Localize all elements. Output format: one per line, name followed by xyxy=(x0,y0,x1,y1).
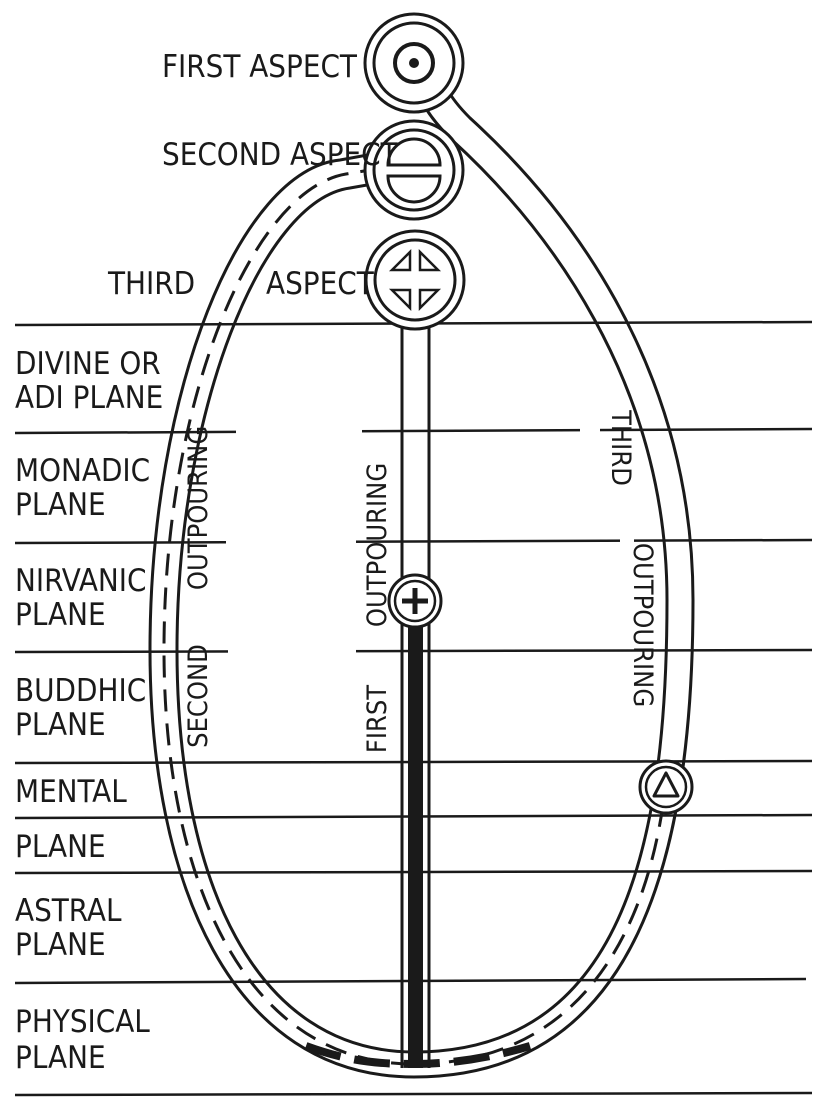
point-in-circle-icon xyxy=(363,12,465,114)
divider-adi-monadic xyxy=(14,427,813,435)
plane-label-nirvanic-1: NIRVANIC xyxy=(15,563,146,599)
first-aspect-label: FIRST ASPECT xyxy=(162,49,358,85)
plane-label-physical-1: PHYSICAL xyxy=(15,1004,150,1040)
third-outpouring-label-b: OUTPOURING xyxy=(627,543,658,707)
divider-monadic-nirvanic xyxy=(14,538,813,545)
plane-label-astral-2: PLANE xyxy=(15,927,106,963)
plane-label-astral-1: ASTRAL xyxy=(15,893,122,929)
plane-label-monadic-2: PLANE xyxy=(15,487,106,523)
cross-in-circle-icon xyxy=(387,573,443,629)
divided-circle-icon xyxy=(363,119,465,221)
second-outpouring-label-a: SECOND xyxy=(183,644,214,748)
triangle-in-circle-icon xyxy=(638,759,694,815)
first-outpouring-shaft xyxy=(400,320,431,1068)
outpouring-labels: SECOND OUTPOURING FIRST OUTPOURING THIRD… xyxy=(183,409,658,753)
line-gap-masks xyxy=(226,418,634,664)
plane-label-adi-1: DIVINE OR xyxy=(15,346,161,382)
plane-label-buddhic-2: PLANE xyxy=(15,707,106,743)
quartered-circle-icon xyxy=(364,229,466,331)
third-outpouring-label-a: THIRD xyxy=(605,409,636,486)
plane-label-mental-2: PLANE xyxy=(15,829,106,865)
second-outpouring-dashes xyxy=(162,166,415,1066)
plane-label-physical-2: PLANE xyxy=(15,1040,106,1076)
third-aspect-label-right: ASPECT xyxy=(266,266,375,302)
plane-label-nirvanic-2: PLANE xyxy=(15,597,106,633)
first-outpouring-label-b: OUTPOURING xyxy=(362,463,393,627)
plane-label-buddhic-1: BUDDHIC xyxy=(15,673,146,709)
oval-outer xyxy=(148,59,695,1079)
plane-label-monadic-1: MONADIC xyxy=(15,453,150,489)
aspect-labels: FIRST ASPECT SECOND ASPECT THIRD ASPECT xyxy=(107,49,399,302)
second-aspect-label: SECOND ASPECT xyxy=(162,137,399,173)
third-outpouring-dashes xyxy=(413,804,665,1066)
third-aspect-label-left: THIRD xyxy=(107,266,195,302)
shaft-dark-core xyxy=(408,622,423,1068)
plane-label-mental-1: MENTAL xyxy=(15,774,127,810)
plane-label-adi-2: ADI PLANE xyxy=(15,380,163,416)
first-outpouring-label-a: FIRST xyxy=(362,685,393,753)
plane-labels: DIVINE OR ADI PLANE MONADIC PLANE NIRVAN… xyxy=(15,346,163,1076)
second-outpouring-label-b: OUTPOURING xyxy=(183,426,214,590)
divider-physical-bottom xyxy=(14,1091,813,1097)
